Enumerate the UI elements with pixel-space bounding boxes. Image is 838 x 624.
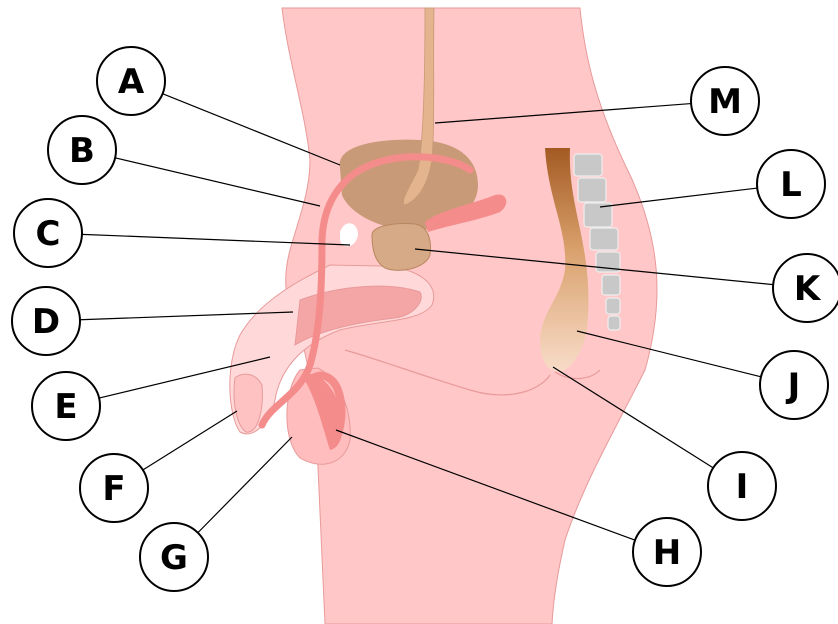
leader-line-g: [198, 437, 292, 533]
label-letter: I: [736, 467, 749, 507]
vertebra-7: [606, 298, 620, 314]
label-letter: A: [118, 62, 145, 102]
label-letter: B: [69, 131, 95, 171]
label-k: K: [773, 254, 838, 322]
label-a: A: [97, 47, 165, 115]
label-letter: C: [36, 214, 61, 254]
vertebra-4: [590, 228, 618, 250]
label-letter: D: [32, 302, 60, 342]
label-letter: M: [708, 82, 742, 122]
label-e: E: [32, 372, 100, 440]
label-i: I: [708, 452, 776, 520]
vertebra-8: [608, 316, 620, 330]
label-j: J: [760, 351, 828, 419]
label-l: L: [757, 150, 825, 218]
label-f: F: [80, 454, 148, 522]
label-m: M: [691, 67, 759, 135]
label-letter: J: [786, 366, 801, 406]
label-g: G: [140, 523, 208, 591]
leader-line-f: [143, 411, 237, 470]
vertebra-6: [602, 275, 620, 295]
label-letter: L: [780, 165, 802, 205]
label-d: D: [12, 287, 80, 355]
leader-line-b: [115, 158, 320, 206]
label-letter: H: [653, 533, 681, 573]
label-letter: G: [160, 538, 188, 578]
label-h: H: [633, 518, 701, 586]
vertebra-2: [578, 178, 606, 202]
label-c: C: [14, 199, 82, 267]
prostate: [372, 223, 430, 270]
label-letter: F: [102, 469, 125, 509]
label-b: B: [48, 116, 116, 184]
label-letter: K: [794, 269, 822, 309]
vertebra-1: [574, 154, 602, 176]
label-letter: E: [54, 387, 77, 427]
